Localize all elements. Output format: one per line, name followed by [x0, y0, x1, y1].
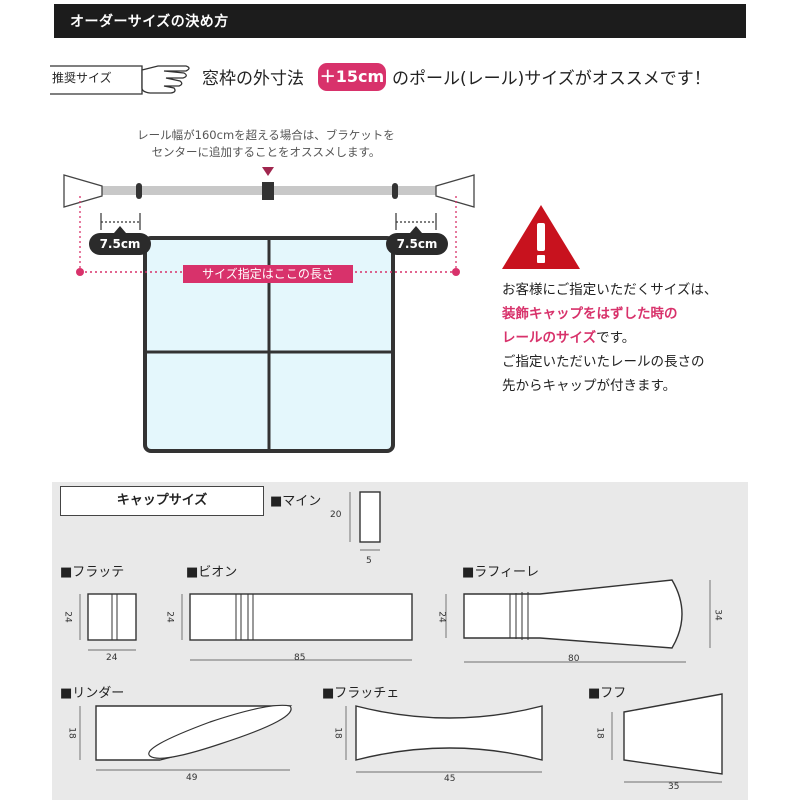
dim-rafiore-h2: 34	[712, 609, 723, 621]
left-offset-badge: 7.5cm	[89, 233, 151, 255]
cap-shape-fufu	[611, 693, 723, 783]
dim-main-w: 5	[366, 556, 372, 566]
dim-bion-w: 85	[294, 653, 306, 663]
right-bracket	[392, 183, 398, 199]
cap-shape-linder	[79, 704, 293, 771]
bracket-note: レール幅が160cmを超える場合は、ブラケットを センターに追加することをオスス…	[96, 127, 436, 161]
cap-shape-flatte	[79, 593, 137, 651]
dim-rafiore-w: 80	[568, 654, 580, 664]
section-title: オーダーサイズの決め方	[70, 14, 229, 30]
cap-shape-flacce	[345, 705, 543, 773]
cap-name-main: ■マイン	[270, 494, 322, 509]
cap-name-flacce: ■フラッチェ	[322, 686, 400, 701]
bracket-note-line1: レール幅が160cmを超える場合は、ブラケットを	[137, 128, 395, 142]
info-line2-emphasis: 装飾キャップをはずした時の	[502, 306, 678, 322]
recommend-text-before: 窓枠の外寸法	[202, 69, 304, 89]
cap-shape-bion	[181, 593, 413, 661]
dim-flatte-w: 24	[106, 653, 118, 663]
dim-linder-w: 49	[186, 773, 198, 783]
recommend-tag: 推奨サイズ	[52, 71, 112, 85]
center-marker-icon	[262, 167, 274, 176]
right-end-cap	[435, 174, 475, 208]
rail-window-diagram	[63, 167, 475, 453]
cap-name-flatte: ■フラッテ	[60, 565, 125, 580]
info-line4: ご指定いただいたレールの長さの	[502, 354, 705, 370]
warning-icon	[502, 205, 580, 269]
left-end-cap	[63, 174, 103, 208]
size-info-text: お客様にご指定いただくサイズは、 装飾キャップをはずした時の レールのサイズです…	[502, 278, 762, 398]
dim-flacce-w: 45	[444, 774, 456, 784]
cap-name-rafiore: ■ラフィーレ	[462, 565, 540, 580]
cap-name-bion: ■ビオン	[186, 565, 238, 580]
info-line1: お客様にご指定いただくサイズは、	[502, 282, 718, 298]
left-bracket	[136, 183, 142, 199]
dim-fufu-w: 35	[668, 782, 680, 792]
info-line3-emphasis: レールのサイズ	[502, 330, 597, 346]
dim-flatte-h: 24	[62, 611, 73, 623]
center-bracket	[262, 182, 274, 200]
dim-bion-h: 24	[164, 611, 175, 623]
size-spec-label: サイズ指定はここの長さ	[183, 265, 353, 283]
window-illustration	[143, 236, 395, 453]
cap-name-fufu: ■フフ	[588, 686, 627, 701]
bracket-note-line2: センターに追加することをオススメします。	[151, 145, 381, 159]
cap-name-linder: ■リンダー	[60, 686, 125, 701]
cap-shape-rafiore	[445, 579, 711, 663]
recommend-text-after: のポール(レール)サイズがオススメです！	[392, 69, 711, 89]
right-offset-badge: 7.5cm	[386, 233, 448, 255]
dim-main-h: 20	[330, 510, 342, 520]
dim-rafiore-h: 24	[436, 611, 447, 623]
cap-shape-main	[349, 491, 381, 551]
dim-fufu-h: 18	[594, 727, 605, 739]
dim-flacce-h: 18	[332, 727, 343, 739]
info-line3-rest: です。	[596, 330, 636, 346]
info-line5: 先からキャップが付きます。	[502, 378, 677, 394]
cap-size-title: キャップサイズ	[60, 486, 264, 516]
recommend-highlight-badge: ＋15cm	[318, 63, 386, 91]
pointing-hand-icon	[50, 65, 190, 95]
dim-linder-h: 18	[66, 727, 77, 739]
section-header-bar	[54, 4, 746, 38]
